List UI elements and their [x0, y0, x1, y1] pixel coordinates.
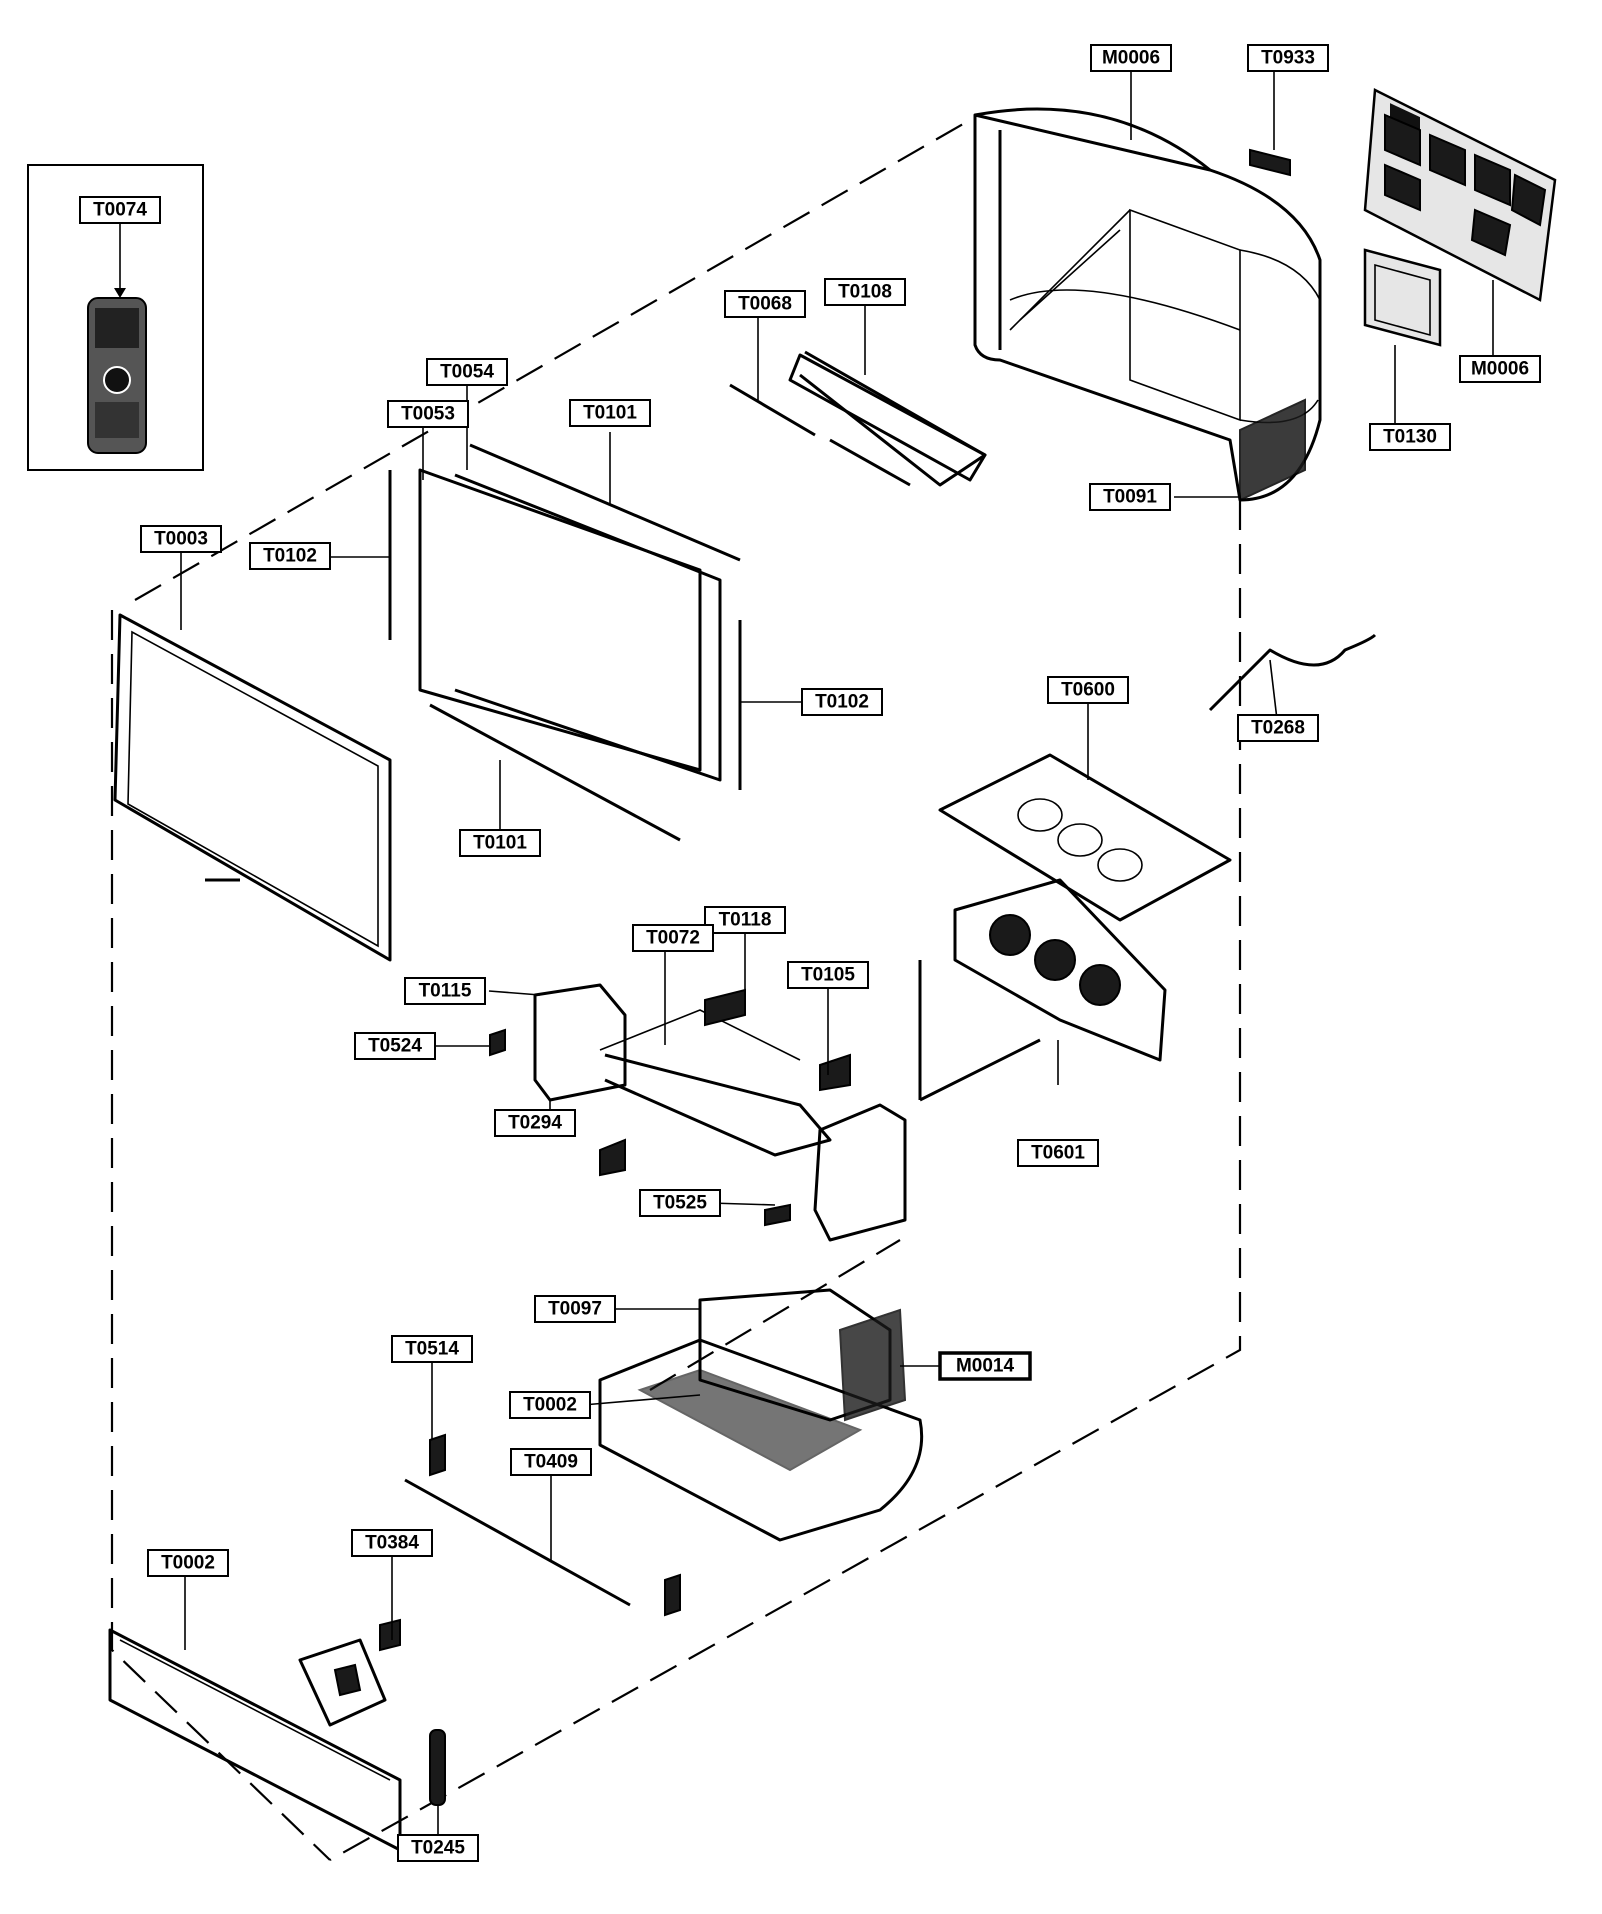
svg-text:T0933: T0933 — [1261, 48, 1315, 69]
label-t0514: T0514 — [391, 1335, 473, 1363]
label-t0002-bottom: T0002 — [147, 1549, 229, 1577]
svg-text:T0097: T0097 — [548, 1299, 602, 1320]
label-t0101-top: T0101 — [569, 399, 651, 427]
lens-cover-plate — [938, 753, 1232, 922]
label-t0002-mid: T0002 — [509, 1391, 591, 1419]
label-t0101-bottom: T0101 — [459, 829, 541, 857]
front-bezel — [113, 613, 392, 962]
svg-text:T0409: T0409 — [524, 1452, 578, 1473]
svg-text:T0108: T0108 — [838, 282, 892, 303]
label-t0097: T0097 — [534, 1295, 616, 1323]
label-m0006-top: M0006 — [1090, 44, 1172, 72]
speaker-bar — [404, 1433, 681, 1617]
label-t0268: T0268 — [1237, 714, 1319, 742]
label-t0525: T0525 — [639, 1189, 721, 1217]
label-t0072: T0072 — [632, 924, 714, 952]
label-t0601: T0601 — [1017, 1139, 1099, 1167]
svg-text:T0105: T0105 — [801, 965, 855, 986]
svg-text:M0006: M0006 — [1471, 359, 1529, 380]
label-t0524: T0524 — [354, 1032, 436, 1060]
label-t0108: T0108 — [824, 278, 906, 306]
svg-text:M0006: M0006 — [1102, 48, 1160, 69]
crt-assembly — [918, 878, 1167, 1102]
svg-text:T0054: T0054 — [440, 362, 494, 383]
svg-text:M0014: M0014 — [956, 1356, 1015, 1377]
label-t0102-right: T0102 — [801, 688, 883, 716]
label-t0409: T0409 — [510, 1448, 592, 1476]
svg-text:T0600: T0600 — [1061, 680, 1115, 701]
rear-cabinet — [973, 107, 1322, 502]
label-t0105: T0105 — [787, 961, 869, 989]
terminal-board — [1363, 248, 1442, 347]
base-chassis — [598, 1288, 924, 1542]
svg-text:T0068: T0068 — [738, 294, 792, 315]
label-t0068: T0068 — [724, 290, 806, 318]
control-switch-box — [298, 1618, 401, 1727]
svg-text:T0601: T0601 — [1031, 1143, 1085, 1164]
label-t0074: T0074 — [79, 196, 161, 224]
label-t0245: T0245 — [397, 1834, 479, 1862]
svg-text:T0118: T0118 — [719, 910, 772, 931]
label-t0130: T0130 — [1369, 423, 1451, 451]
svg-text:T0524: T0524 — [368, 1036, 422, 1057]
label-t0003: T0003 — [140, 525, 222, 553]
svg-text:T0102: T0102 — [263, 546, 317, 567]
screen-assembly — [388, 443, 742, 842]
svg-text:T0074: T0074 — [93, 200, 147, 221]
label-t0053: T0053 — [387, 400, 469, 428]
label-t0600: T0600 — [1047, 676, 1129, 704]
remote-control — [87, 297, 147, 454]
label-t0933: T0933 — [1247, 44, 1329, 72]
label-m0006-right: M0006 — [1459, 355, 1541, 383]
label-t0102-left: T0102 — [249, 542, 331, 570]
mirror-panel — [788, 353, 987, 482]
svg-text:T0091: T0091 — [1103, 487, 1157, 508]
svg-text:T0002: T0002 — [523, 1395, 577, 1416]
svg-text:T0294: T0294 — [508, 1113, 562, 1134]
svg-text:T0072: T0072 — [646, 928, 700, 949]
bracket-t0933 — [1249, 148, 1291, 177]
svg-text:T0115: T0115 — [419, 981, 472, 1002]
svg-text:T0002: T0002 — [161, 1553, 215, 1574]
svg-text:T0101: T0101 — [473, 833, 527, 854]
svg-text:T0525: T0525 — [653, 1193, 707, 1214]
label-m0014: M0014 — [938, 1351, 1032, 1381]
mirror-panel-shape — [799, 350, 987, 487]
svg-text:T0514: T0514 — [405, 1339, 459, 1360]
label-t0054: T0054 — [426, 358, 508, 386]
svg-text:T0053: T0053 — [401, 404, 455, 425]
chassis-frame — [489, 983, 907, 1242]
svg-text:T0102: T0102 — [815, 692, 869, 713]
remote-control-inset — [27, 164, 204, 471]
label-t0091: T0091 — [1089, 483, 1171, 511]
svg-text:T0245: T0245 — [411, 1838, 465, 1859]
power-cord — [1208, 633, 1377, 712]
svg-text:T0130: T0130 — [1383, 427, 1437, 448]
leader-lines — [180, 71, 1494, 1835]
label-t0115: T0115 — [404, 977, 486, 1005]
label-t0294: T0294 — [494, 1109, 576, 1137]
mirror-brackets — [729, 383, 911, 487]
svg-text:T0003: T0003 — [154, 529, 208, 550]
label-t0384: T0384 — [351, 1529, 433, 1557]
assembly-outline — [110, 119, 1242, 1861]
label-t0118: T0118 — [704, 906, 786, 934]
back-cover — [1363, 88, 1557, 302]
svg-text:T0384: T0384 — [365, 1533, 419, 1554]
front-speaker-grille — [108, 1628, 446, 1852]
svg-text:T0268: T0268 — [1251, 718, 1305, 739]
svg-text:T0101: T0101 — [583, 403, 637, 424]
